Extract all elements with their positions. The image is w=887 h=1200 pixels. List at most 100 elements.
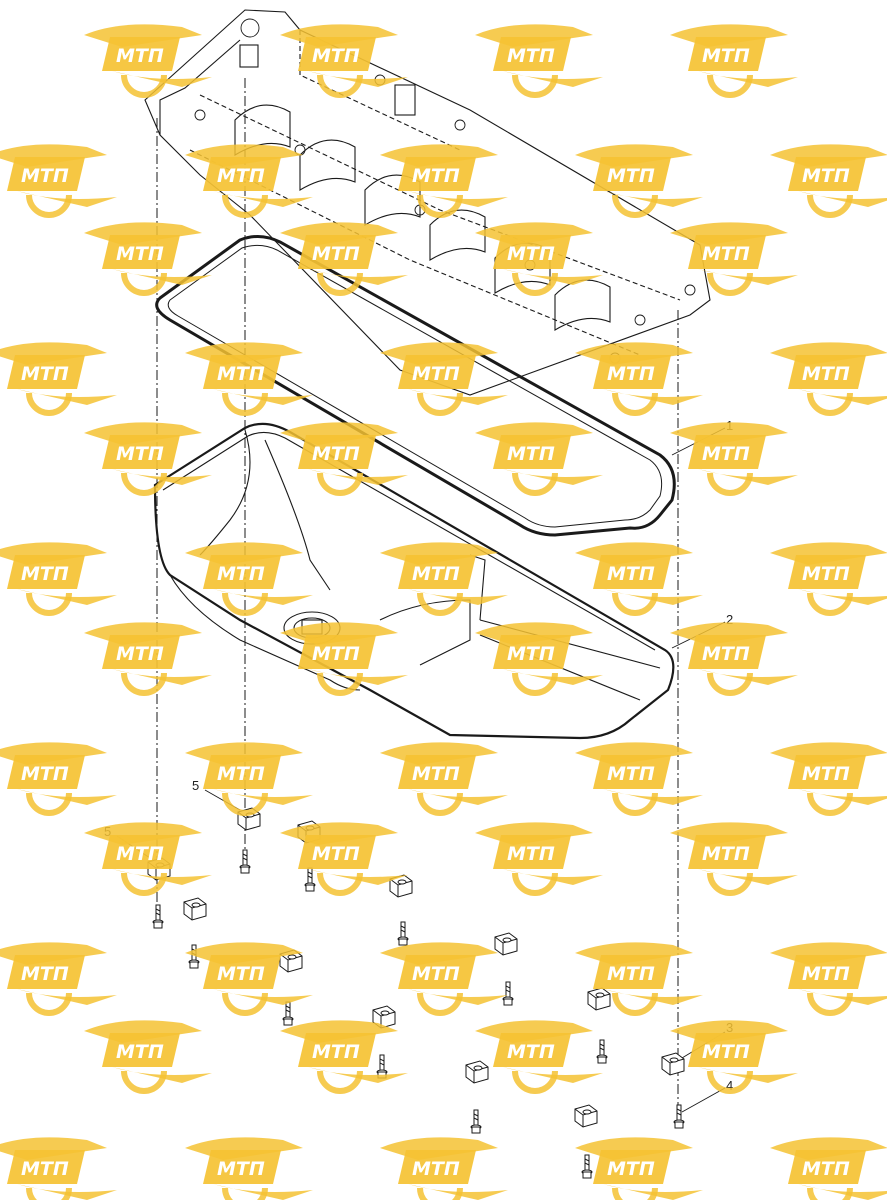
mtp-watermark-logo: МТП bbox=[185, 742, 313, 813]
watermark-text: МТП bbox=[412, 963, 460, 985]
mtp-watermark-logo: МТП bbox=[280, 24, 408, 95]
mtp-watermark-logo: МТП bbox=[670, 422, 798, 493]
mtp-watermark-logo: МТП bbox=[770, 144, 887, 215]
watermark-text: МТП bbox=[507, 443, 555, 465]
mtp-watermark-logo: МТП bbox=[770, 542, 887, 613]
watermark-text: МТП bbox=[217, 563, 265, 585]
watermark-text: МТП bbox=[802, 563, 850, 585]
flange-bolt bbox=[581, 1154, 593, 1179]
mtp-watermark-logo: МТП bbox=[185, 1137, 313, 1200]
mtp-watermark-logo: МТП bbox=[84, 222, 212, 293]
mtp-watermark-logo: МТП bbox=[475, 1020, 603, 1091]
mtp-watermark-logo: МТП bbox=[475, 822, 603, 893]
watermark-text: МТП bbox=[217, 363, 265, 385]
mtp-watermark-logo: МТП bbox=[575, 942, 703, 1013]
watermark-text: МТП bbox=[507, 1041, 555, 1063]
watermark-text: МТП bbox=[412, 763, 460, 785]
watermark-text: МТП bbox=[507, 643, 555, 665]
mtp-watermark-logo: МТП bbox=[770, 942, 887, 1013]
mtp-watermark-logo: МТП bbox=[575, 1137, 703, 1200]
mtp-watermark-logo: МТП bbox=[84, 24, 212, 95]
callout-4: 4 bbox=[681, 1078, 733, 1113]
flange-bolts bbox=[152, 849, 685, 1179]
mtp-watermark-logo: МТП bbox=[770, 742, 887, 813]
mtp-watermark-logo: МТП bbox=[380, 1137, 508, 1200]
watermark-text: МТП bbox=[21, 363, 69, 385]
watermark-text: МТП bbox=[802, 1158, 850, 1180]
spacer-block bbox=[587, 987, 611, 1011]
watermark-text: МТП bbox=[412, 563, 460, 585]
watermark-text: МТП bbox=[507, 243, 555, 265]
mtp-watermark-logo: МТП bbox=[670, 822, 798, 893]
spacer-block bbox=[574, 1104, 598, 1128]
watermark-text: МТП bbox=[312, 1041, 360, 1063]
flange-bolt bbox=[376, 1054, 388, 1079]
mtp-watermark-logo: МТП bbox=[380, 742, 508, 813]
mtp-watermark-logo: МТП bbox=[0, 144, 117, 215]
mtp-watermark-logo: МТП bbox=[670, 1020, 798, 1091]
watermark-text: МТП bbox=[702, 243, 750, 265]
watermark-text: МТП bbox=[802, 363, 850, 385]
flange-bolt bbox=[239, 849, 251, 874]
flange-bolt bbox=[502, 981, 514, 1006]
watermark-text: МТП bbox=[507, 45, 555, 67]
mtp-watermark-logo: МТП bbox=[280, 422, 408, 493]
mtp-watermark-logo: МТП bbox=[185, 144, 313, 215]
watermark-text: МТП bbox=[412, 363, 460, 385]
mtp-watermark-logo: МТП bbox=[475, 622, 603, 693]
mtp-watermark-logo: МТП bbox=[185, 542, 313, 613]
mtp-watermark-logo: МТП bbox=[280, 222, 408, 293]
mtp-watermark-logo: МТП bbox=[670, 622, 798, 693]
watermark-text: МТП bbox=[412, 165, 460, 187]
watermark-text: МТП bbox=[802, 963, 850, 985]
callout-label-4: 4 bbox=[726, 1078, 733, 1093]
watermark-text: МТП bbox=[802, 165, 850, 187]
mtp-watermark-logo: МТП bbox=[575, 742, 703, 813]
mtp-watermark-logo: МТП bbox=[280, 822, 408, 893]
watermark-text: МТП bbox=[312, 843, 360, 865]
flange-bolt bbox=[152, 904, 164, 929]
mtp-watermark-logo: МТП bbox=[575, 342, 703, 413]
watermark-text: МТП bbox=[607, 363, 655, 385]
mtp-watermark-logo: МТП bbox=[185, 342, 313, 413]
mtp-watermark-logo: МТП bbox=[575, 542, 703, 613]
watermark-text: МТП bbox=[312, 643, 360, 665]
mtp-watermark-logo: МТП bbox=[380, 942, 508, 1013]
mtp-watermark-logo: МТП bbox=[475, 24, 603, 95]
mtp-watermark-logo: МТП bbox=[770, 342, 887, 413]
watermark-text: МТП bbox=[702, 843, 750, 865]
spacer-block bbox=[661, 1052, 685, 1076]
spacer-block bbox=[465, 1060, 489, 1084]
mtp-watermark-logo: МТП bbox=[0, 342, 117, 413]
watermark-text: МТП bbox=[21, 763, 69, 785]
watermark-text: МТП bbox=[702, 1041, 750, 1063]
watermark-text: МТП bbox=[217, 763, 265, 785]
watermark-layer: МТП МТП МТП МТП МТП МТП МТП МТП МТП МТП МТП МТП МТП М… bbox=[0, 24, 887, 1200]
watermark-text: МТП bbox=[21, 1158, 69, 1180]
watermark-text: МТП bbox=[217, 1158, 265, 1180]
mtp-watermark-logo: МТП bbox=[770, 1137, 887, 1200]
watermark-text: МТП bbox=[312, 443, 360, 465]
mtp-watermark-logo: МТП bbox=[380, 144, 508, 215]
watermark-text: МТП bbox=[116, 243, 164, 265]
watermark-text: МТП bbox=[702, 45, 750, 67]
mtp-watermark-logo: МТП bbox=[475, 422, 603, 493]
watermark-text: МТП bbox=[607, 763, 655, 785]
mtp-watermark-logo: МТП bbox=[670, 24, 798, 95]
watermark-text: МТП bbox=[21, 563, 69, 585]
watermark-text: МТП bbox=[607, 963, 655, 985]
engine-block-lower bbox=[144, 9, 711, 396]
watermark-text: МТП bbox=[507, 843, 555, 865]
mtp-watermark-logo: МТП bbox=[475, 222, 603, 293]
callout-label-5a: 5 bbox=[192, 778, 199, 793]
watermark-text: МТП bbox=[116, 843, 164, 865]
mtp-watermark-logo: МТП bbox=[280, 622, 408, 693]
watermark-text: МТП bbox=[116, 45, 164, 67]
flange-bolt bbox=[596, 1039, 608, 1064]
mtp-watermark-logo: МТП bbox=[0, 742, 117, 813]
watermark-text: МТП bbox=[607, 563, 655, 585]
flange-bolt bbox=[304, 867, 316, 892]
flange-bolt bbox=[397, 921, 409, 946]
watermark-text: МТП bbox=[702, 643, 750, 665]
spacer-block bbox=[389, 874, 413, 898]
